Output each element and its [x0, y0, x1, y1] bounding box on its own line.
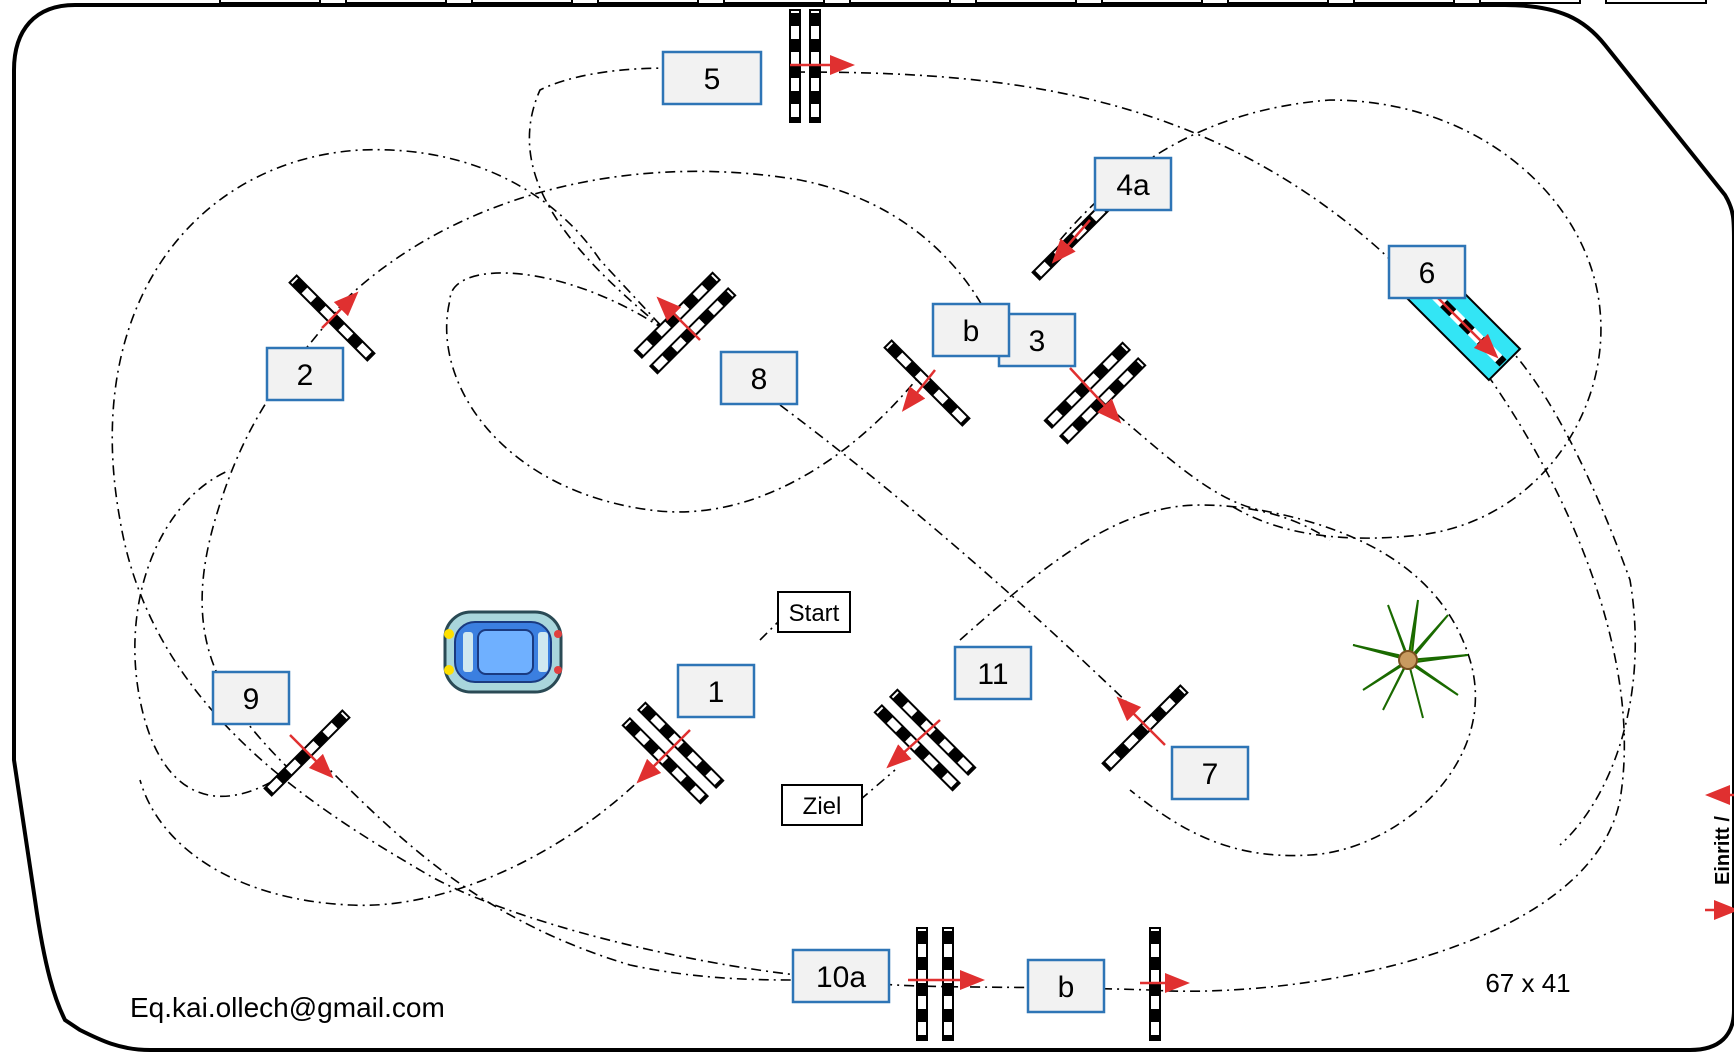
obstacle-rails	[263, 9, 1522, 1041]
entry-side-label: Einritt /	[1712, 816, 1734, 885]
palm-tree-icon	[1352, 599, 1469, 719]
svg-text:1: 1	[708, 676, 725, 709]
svg-text:Ziel: Ziel	[803, 793, 842, 820]
riding-path	[111, 67, 1637, 993]
label-9: 9	[211, 670, 291, 726]
svg-text:10a: 10a	[816, 961, 866, 994]
direction-arrows	[289, 55, 1734, 993]
label-7: 7	[1170, 745, 1250, 801]
svg-text:9: 9	[243, 683, 260, 716]
svg-text:2: 2	[297, 359, 314, 392]
label-2: 2	[265, 346, 345, 402]
label-4a: 4a	[1093, 156, 1173, 212]
label-8: 8	[719, 350, 799, 406]
arena-size-label: 67 x 41	[1485, 968, 1570, 998]
label-6: 6	[1387, 244, 1467, 300]
svg-text:8: 8	[751, 363, 768, 396]
fence-10a	[916, 927, 954, 1041]
label-3b: b	[931, 302, 1011, 358]
car-icon	[443, 610, 563, 694]
svg-text:3: 3	[1029, 325, 1046, 358]
svg-text:b: b	[1058, 971, 1075, 1004]
finish-marker: Ziel	[781, 784, 863, 826]
start-marker: Start	[777, 591, 851, 633]
author-email: Eq.kai.ollech@gmail.com	[130, 992, 445, 1023]
svg-text:4a: 4a	[1116, 169, 1150, 202]
svg-text:5: 5	[704, 63, 721, 96]
fence-1	[621, 701, 725, 805]
label-10a: 10a	[791, 948, 891, 1004]
arena-boundary	[12, 2, 1734, 1052]
label-5: 5	[661, 50, 763, 106]
label-3: 3	[997, 312, 1077, 368]
svg-text:b: b	[963, 315, 980, 348]
svg-text:11: 11	[977, 658, 1008, 691]
top-tab-strip	[219, 0, 1707, 4]
label-1: 1	[676, 663, 756, 719]
svg-text:Start: Start	[789, 600, 840, 627]
fence-11	[873, 688, 977, 792]
fence-7	[1101, 684, 1189, 772]
obstacle-labels: 5 4a 6 2 8 3 b 9 1 11 7 10a b	[211, 50, 1467, 1014]
svg-text:7: 7	[1202, 758, 1219, 791]
label-11: 11	[953, 645, 1033, 701]
svg-text:6: 6	[1419, 257, 1436, 290]
label-10b: b	[1026, 958, 1106, 1014]
